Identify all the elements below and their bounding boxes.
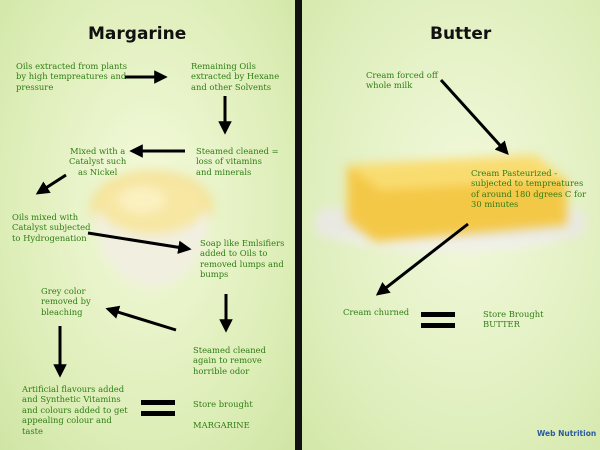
arrow-odor-to-bleaching	[105, 305, 177, 332]
margarine-step-hydrogenation: Oils mixed with Catalyst subjected to Hy…	[12, 212, 91, 243]
web-nutrition-logo: Web Nutrition	[537, 429, 597, 438]
butter-title: Butter	[430, 24, 492, 44]
butter-step-cream: Cream forced off whole milk	[366, 70, 438, 91]
margarine-step-odor: Steamed cleaned again to remove horrible…	[193, 345, 267, 376]
arrow-hydrogenation-to-emulsifiers	[87, 231, 192, 254]
margarine-step-steam-clean: Steamed cleaned = loss of vitamins and m…	[196, 146, 279, 177]
margarine-step-hexane: Remaining Oils extracted by Hexane and o…	[191, 61, 280, 92]
arrow-catalyst-to-hydrogenation	[35, 173, 67, 195]
margarine-step-emulsifiers: Soap like Emlsifiers added to Oils to re…	[200, 238, 285, 280]
margarine-step-bleaching: Grey color removed by bleaching	[41, 286, 91, 317]
margarine-step-extraction: Oils extracted from plants by high tempr…	[16, 61, 128, 92]
margarine-step-catalyst: Mixed with a Catalyst such as Nickel	[69, 146, 127, 177]
butter-block-image	[315, 155, 585, 251]
margarine-step-flavours: Artificial flavours added and Synthetic …	[22, 384, 128, 436]
margarine-tub-image	[90, 170, 214, 288]
margarine-equals-sign	[141, 400, 175, 416]
butter-equals-sign	[421, 312, 455, 328]
arrow-pasteurized-to-churned	[375, 222, 469, 296]
butter-result: Store Brought BUTTER	[483, 309, 544, 330]
panel-divider	[295, 0, 302, 450]
margarine-title: Margarine	[88, 24, 187, 44]
margarine-result: Store brought MARGARINE	[193, 399, 253, 430]
butter-step-pasteurized: Cream Pasteurized - subjected to temprea…	[471, 168, 587, 210]
butter-step-churned: Cream churned	[343, 307, 410, 317]
arrow-cream-to-pasteurized	[439, 78, 509, 156]
